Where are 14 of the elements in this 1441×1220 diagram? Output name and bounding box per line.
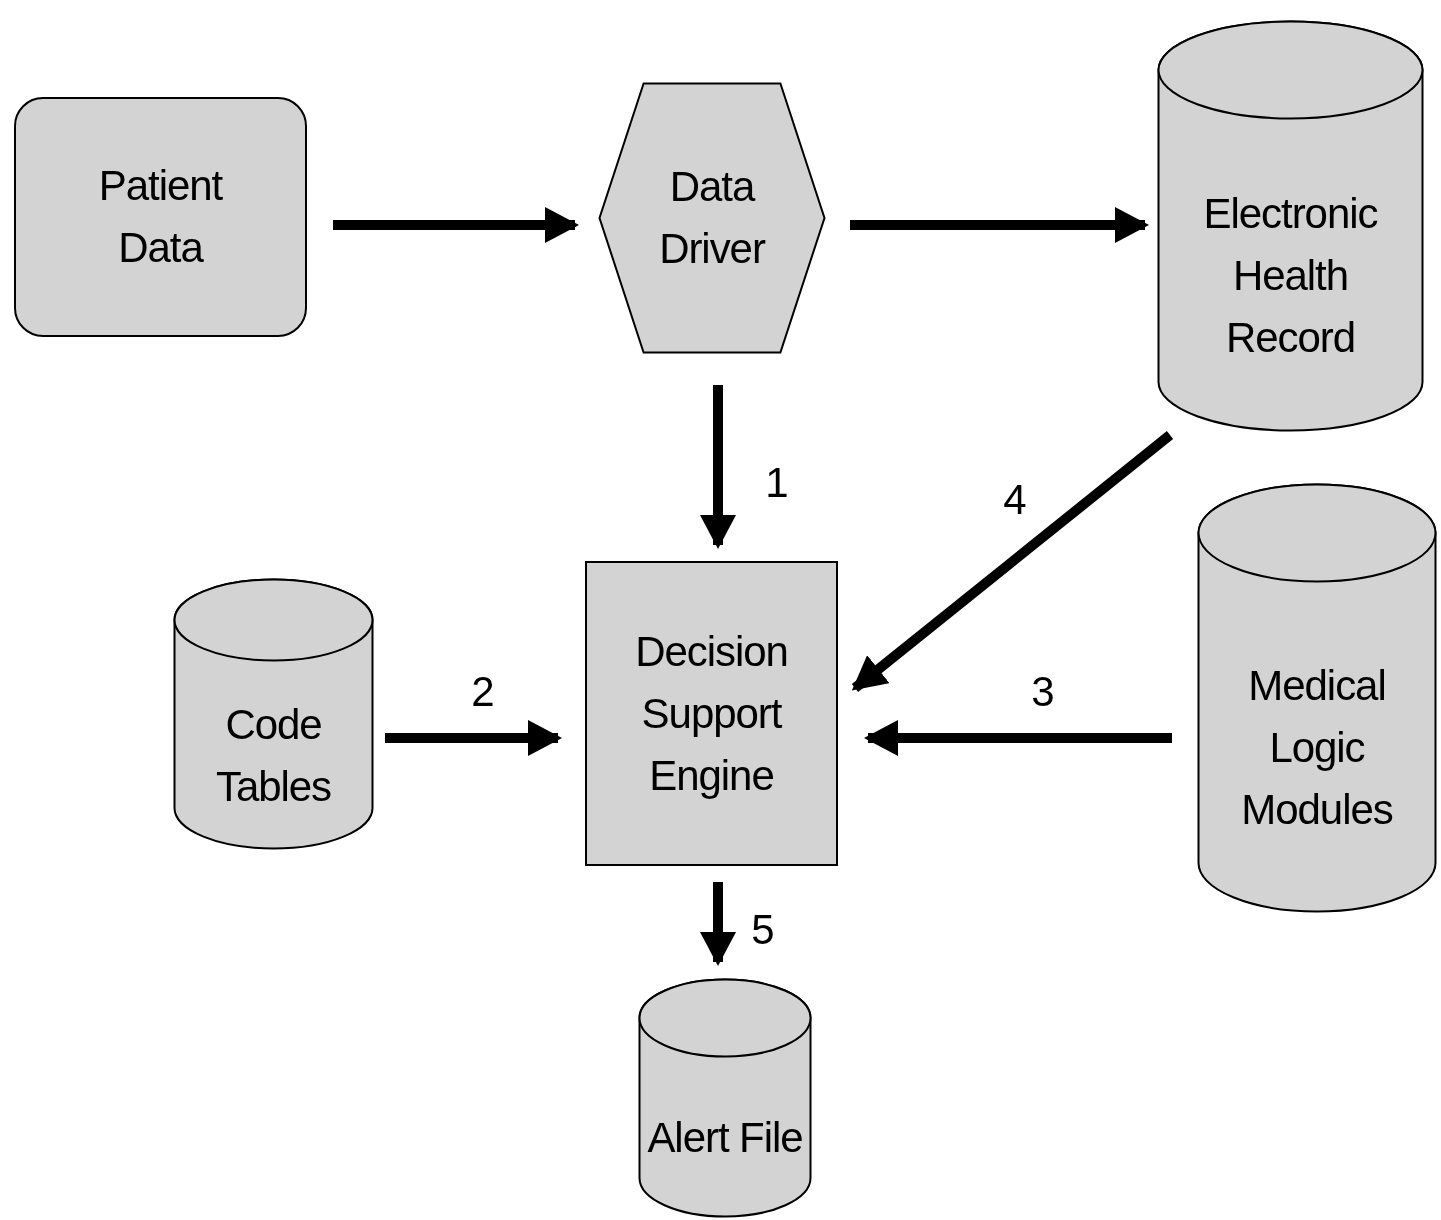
arrow <box>700 385 736 549</box>
arrow <box>333 207 579 243</box>
node-label: Patient Data <box>97 161 224 273</box>
arrow <box>385 720 562 756</box>
arrow <box>850 207 1149 243</box>
node-label: Alert File <box>647 1113 803 1163</box>
node-label: Decision Support Engine <box>634 626 789 801</box>
node-label: Code Tables <box>214 700 333 812</box>
node-label: Electronic Health Record <box>1202 189 1379 363</box>
node-label: Data Driver <box>658 162 767 274</box>
arrow <box>864 720 1172 756</box>
arrow <box>700 882 736 966</box>
arrow <box>851 431 1174 692</box>
node-label: Medical Logic Modules <box>1240 661 1394 835</box>
